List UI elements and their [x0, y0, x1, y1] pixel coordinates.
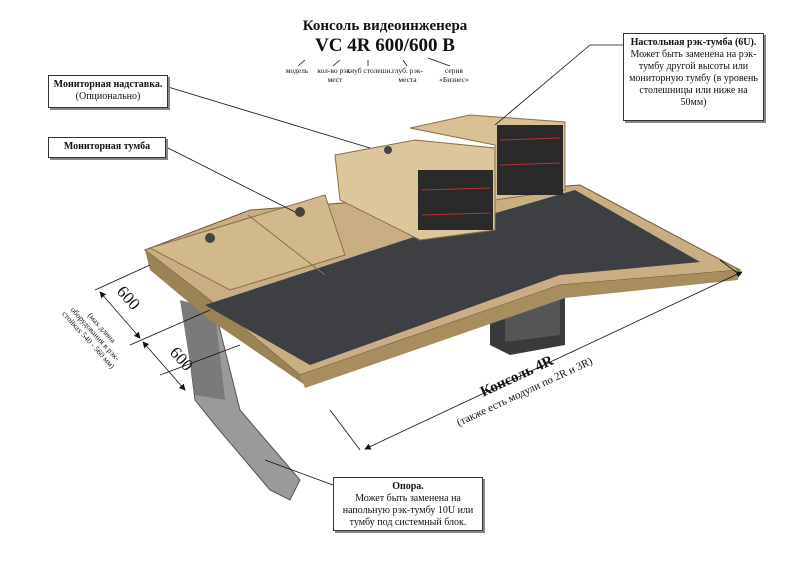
- code-part-model: модель: [285, 66, 309, 75]
- code-part-top-depth: глуб столешн.: [347, 66, 393, 75]
- callout-text: Может быть заменена на рэк- тумбу другой…: [629, 49, 758, 108]
- model-code: VC 4R 600/600 B: [315, 35, 455, 56]
- monitor-pedestal: [148, 194, 346, 291]
- callout-title: Мониторная надставка.: [53, 79, 163, 90]
- callout-monitor-riser: Мониторная надставка. (Опционально): [48, 75, 168, 108]
- callout-title: Опора.: [392, 481, 424, 492]
- code-part-series: серия «Бизнес»: [439, 66, 469, 84]
- callout-desktop-rack: Настольная рэк-тумба (6U). Может быть за…: [623, 33, 764, 121]
- callout-monitor-pedestal: Мониторная тумба: [48, 137, 166, 158]
- code-part-rack-count: кол-во рэк-мест: [317, 66, 353, 84]
- diagram-title: Консоль видеоинженера: [302, 18, 468, 34]
- callout-title: Настольная рэк-тумба (6U).: [630, 37, 757, 48]
- code-part-rack-depth: глуб. рэк-места: [392, 66, 423, 84]
- callout-text: Может быть заменена на напольную рэк-тум…: [342, 493, 474, 528]
- callout-support: Опора. Может быть заменена на напольную …: [333, 477, 483, 531]
- callout-text: (Опционально): [75, 91, 141, 102]
- callout-title: Мониторная тумба: [63, 141, 151, 152]
